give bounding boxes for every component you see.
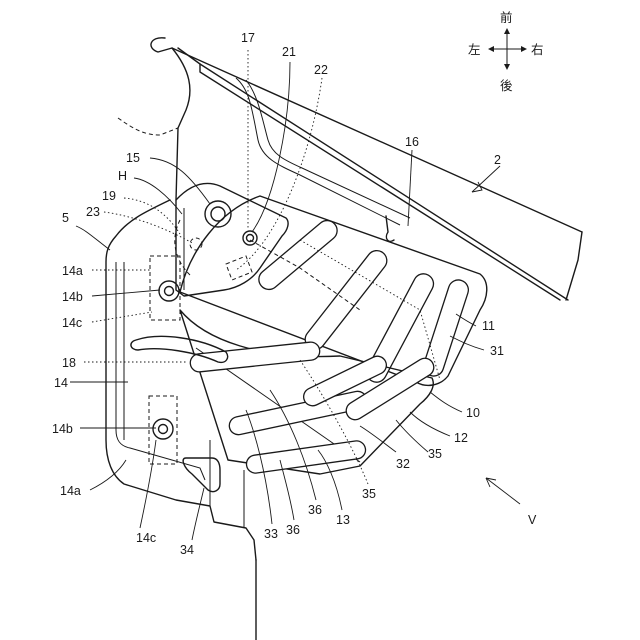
compass-right-label: 右 <box>531 42 544 57</box>
compass-rear-label: 後 <box>500 78 513 93</box>
leader-23 <box>104 212 194 244</box>
label-14c-bottom: 14c <box>136 531 156 545</box>
label-10: 10 <box>466 406 480 420</box>
label-35-bottom: 35 <box>362 487 376 501</box>
compass-arrow-down-icon <box>504 64 510 70</box>
panel-2-end-break <box>566 232 582 300</box>
label-23: 23 <box>86 205 100 219</box>
leader-16 <box>408 150 412 226</box>
compass-arrow-right-icon <box>521 46 527 52</box>
label-31: 31 <box>490 344 504 358</box>
label-14c-top: 14c <box>62 316 82 330</box>
panel-2-top-edge <box>151 38 582 232</box>
label-21: 21 <box>282 45 296 59</box>
leader-15 <box>150 158 210 204</box>
label-14a-bottom: 14a <box>60 484 81 498</box>
view-arrow-V: V <box>486 478 537 527</box>
label-19: 19 <box>102 189 116 203</box>
label-12: 12 <box>454 431 468 445</box>
leader-10 <box>430 392 462 412</box>
leader-5 <box>76 226 110 250</box>
label-36-a: 36 <box>308 503 322 517</box>
label-35-right: 35 <box>428 447 442 461</box>
hidden-block <box>226 256 252 280</box>
compass-arrow-up-icon <box>504 28 510 34</box>
compass-left-label: 左 <box>468 42 481 57</box>
label-17: 17 <box>241 31 255 45</box>
boss-14c-lower <box>149 396 177 464</box>
label-13: 13 <box>336 513 350 527</box>
leader-19 <box>124 198 180 234</box>
leader-H <box>134 178 182 214</box>
label-2: 2 <box>494 153 501 167</box>
view-arrow-line <box>486 478 520 504</box>
label-32: 32 <box>396 457 410 471</box>
label-22: 22 <box>314 63 328 77</box>
louver-11-slot-1 <box>255 216 341 293</box>
label-33: 33 <box>264 527 278 541</box>
boss-upper-hole <box>165 287 174 296</box>
housing-upper-wall <box>172 48 190 200</box>
leader-14c-top <box>92 312 152 322</box>
housing-hidden-edge <box>118 118 178 135</box>
louver-10-slot-1 <box>189 341 320 372</box>
label-15: 15 <box>126 151 140 165</box>
label-14: 14 <box>54 376 68 390</box>
housing-outer-wall <box>106 200 256 560</box>
leader-12 <box>410 412 450 436</box>
label-14b-top: 14b <box>62 290 83 304</box>
label-11: 11 <box>482 319 495 333</box>
reference-labels: 2 16 17 21 22 15 H 19 23 5 14a 14b 14c 1… <box>52 31 504 557</box>
pin-21-outer <box>243 231 257 245</box>
label-H: H <box>118 169 127 183</box>
housing-slot-34 <box>183 458 220 492</box>
boss-lower-outer <box>153 419 173 439</box>
compass-front-label: 前 <box>500 10 513 25</box>
label-5: 5 <box>62 211 69 225</box>
label-16: 16 <box>405 135 419 149</box>
label-14b-bottom: 14b <box>52 422 73 436</box>
label-34: 34 <box>180 543 194 557</box>
label-V: V <box>528 513 537 527</box>
panel-2-rib <box>236 78 400 225</box>
label-18: 18 <box>62 356 76 370</box>
panel-2-rib-inner <box>246 80 410 218</box>
label-14a-top: 14a <box>62 264 83 278</box>
boss-lower-hole <box>159 425 168 434</box>
label-36-b: 36 <box>286 523 300 537</box>
leader-34 <box>192 488 204 540</box>
direction-compass: 前 後 左 右 <box>468 10 544 93</box>
leader-14a-bottom <box>90 460 126 490</box>
compass-arrow-left-icon <box>488 46 494 52</box>
leader-2 <box>472 166 500 192</box>
